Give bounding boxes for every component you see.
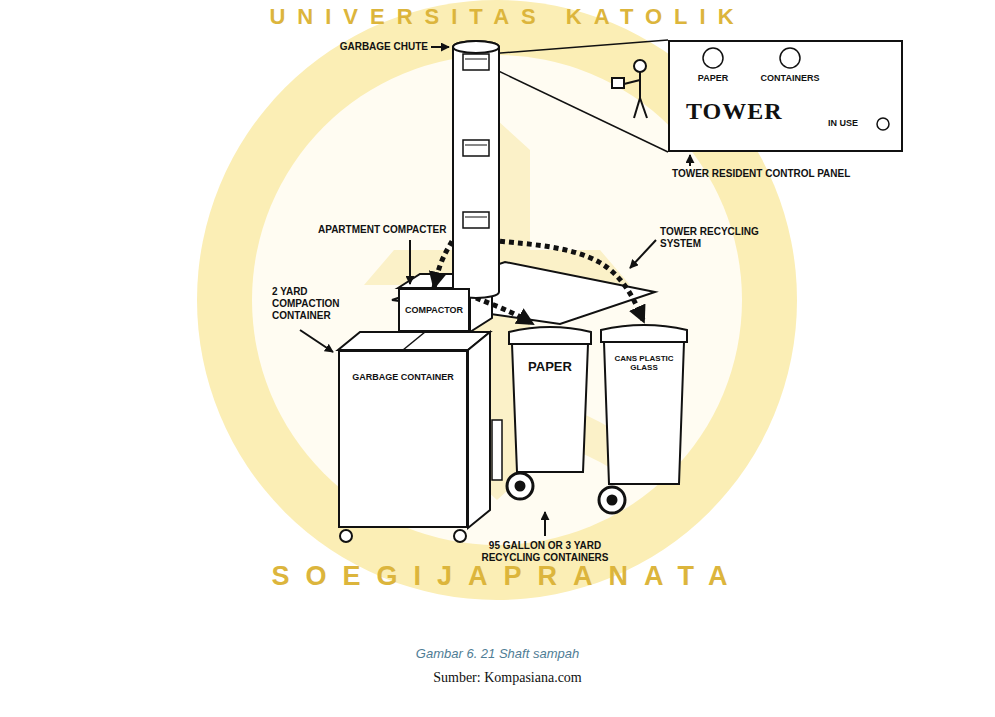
outline-part: [465, 59, 487, 60]
callout-label: TOWER RESIDENT CONTROL PANEL: [672, 168, 850, 180]
callout-label: 2 YARD COMPACTION CONTAINER: [272, 286, 348, 322]
outline-part: [463, 140, 489, 156]
compactor-box: COMPACTOR: [398, 288, 470, 332]
node-text: PAPER: [698, 73, 728, 83]
figure-caption: Gambar 6. 21 Shaft sampah: [0, 646, 995, 661]
resident-figure: [612, 60, 647, 118]
recycling-bin-outline: [600, 322, 688, 484]
dotted-flow-arrow: [500, 241, 644, 322]
garbage-container: GARBAGE CONTAINER: [338, 350, 468, 528]
callout-line: [488, 40, 668, 54]
source-note: Sumber: Kompasiana.com: [10, 670, 995, 687]
garbage-chute-outline: [452, 40, 500, 298]
node-text: COMPACTOR: [405, 305, 463, 315]
outline-part: [669, 41, 902, 151]
caster: [454, 530, 466, 542]
node-text: GARBAGE CONTAINER: [352, 372, 453, 382]
node-text: CONTAINERS: [761, 73, 820, 83]
outline-part: [703, 48, 723, 68]
outline-part: [463, 212, 489, 228]
node-text: IN USE: [828, 118, 858, 128]
outline-part: [604, 342, 684, 484]
caster: [340, 530, 352, 542]
paper-bin-outline: [508, 324, 592, 472]
outline-part: [601, 325, 687, 342]
outline-part: [780, 48, 800, 68]
garbage-chute: GARBAGE CHUTE: [452, 40, 500, 298]
outline-part: [399, 289, 469, 331]
watermark-text: UNIVERSITAS KATOLIK: [10, 4, 995, 30]
pipe: [492, 420, 502, 480]
node-text: CANS PLASTIC GLASS: [612, 354, 676, 372]
outline-part: [453, 41, 499, 53]
control-panel: PAPER CONTAINERS TOWER IN USE: [668, 40, 903, 152]
outline-part: [877, 118, 889, 130]
lid-seam: [403, 332, 425, 350]
callout-line: [488, 66, 668, 152]
outline-part: [512, 344, 588, 472]
node-text: PAPER: [528, 360, 572, 375]
container-side: [468, 332, 490, 528]
callout-label: TOWER RECYCLING SYSTEM: [660, 226, 760, 250]
container-lid: [338, 332, 490, 350]
watermark-text: SOEGIJAPRANATA: [10, 560, 995, 592]
outline-part: [463, 54, 489, 70]
outline-part: [509, 327, 591, 344]
outline-part: [339, 351, 467, 527]
outline-part: [465, 145, 487, 146]
dotted-flow-arrow: [476, 298, 533, 324]
outline-part: [465, 217, 487, 218]
node-text: TOWER: [686, 98, 783, 126]
bin-wheel: [507, 473, 625, 513]
paper-bin: PAPER: [508, 324, 592, 472]
outline-part: [453, 41, 499, 298]
callout-label: APARTMENT COMPACTER: [318, 224, 447, 236]
recycling-bin: CANS PLASTIC GLASS: [600, 322, 688, 484]
control-panel-outline: [668, 40, 903, 152]
callout-label: 95 GALLON OR 3 YARD RECYCLING CONTAINERS: [470, 540, 620, 564]
node-text: GARBAGE CHUTE: [340, 41, 428, 53]
dotted-flow-arrow: [434, 241, 452, 288]
